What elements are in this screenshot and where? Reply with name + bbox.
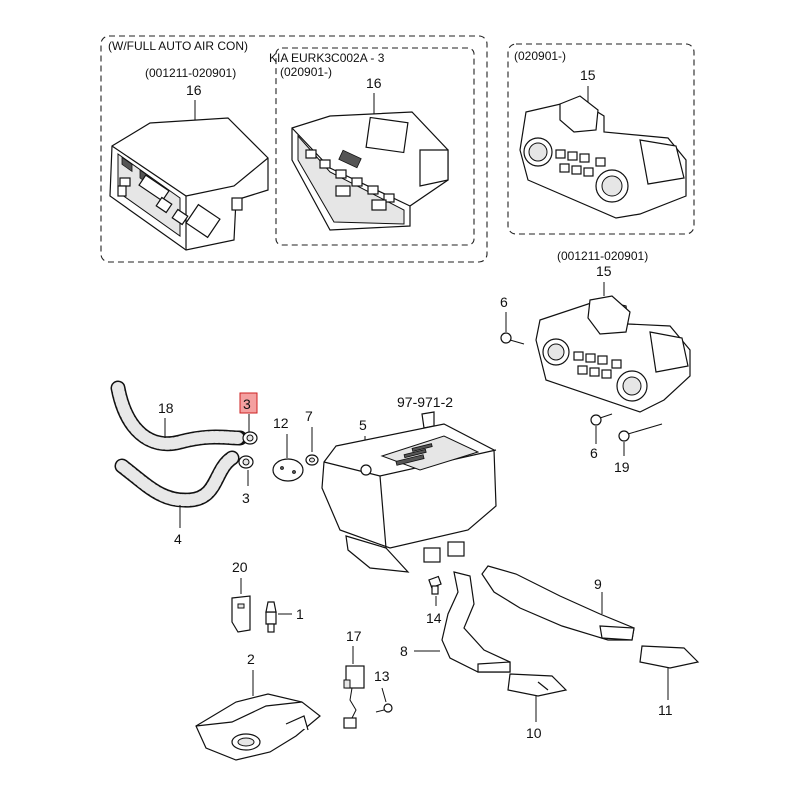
callout-1[interactable]: 1 — [296, 606, 304, 622]
inner-dashed-frame — [275, 47, 475, 246]
callout-18[interactable]: 18 — [158, 400, 174, 416]
right-variant-group: (020901-) 15 — [507, 43, 695, 235]
callout-3-lower[interactable]: 3 — [242, 490, 250, 506]
screw-13 — [375, 703, 393, 713]
control-panel-15-top — [519, 95, 687, 219]
clamp-3-upper — [242, 431, 258, 445]
callout-15-top[interactable]: 15 — [580, 67, 596, 83]
screw-6-lower — [590, 413, 613, 426]
callout-19[interactable]: 19 — [614, 459, 630, 475]
screw-6-upper — [500, 332, 525, 345]
right-dashed-frame — [507, 43, 695, 235]
callout-10[interactable]: 10 — [526, 725, 542, 741]
heater-unit-housing — [321, 423, 497, 573]
clamp-3-lower — [238, 455, 254, 469]
highlight-box-3[interactable]: 3 — [239, 392, 258, 414]
callout-13[interactable]: 13 — [374, 668, 390, 684]
header-line-2: KIA EURK3C002A - 3 — [269, 51, 385, 65]
right-panel-date-range: (020901-) — [514, 49, 566, 63]
reference-tag — [421, 411, 435, 429]
callout-16-left[interactable]: 16 — [186, 82, 202, 98]
grommet-12 — [272, 458, 304, 482]
callout-9[interactable]: 9 — [594, 576, 602, 592]
screw-14 — [428, 575, 442, 595]
duct-2 — [195, 693, 321, 761]
duct-8 — [441, 571, 511, 673]
duct-11 — [639, 645, 700, 669]
main-date-range: (001211-020901) — [557, 249, 648, 263]
hose-4 — [114, 450, 240, 508]
middle-panel-date-range: (020901-) — [280, 65, 332, 79]
clip-7 — [305, 454, 319, 466]
callout-6-upper[interactable]: 6 — [500, 294, 508, 310]
bracket-20 — [231, 595, 251, 633]
callout-12[interactable]: 12 — [273, 415, 289, 431]
callout-7[interactable]: 7 — [305, 408, 313, 424]
actuator-17 — [343, 665, 365, 729]
callout-8[interactable]: 8 — [400, 643, 408, 659]
sensor-1 — [265, 601, 277, 633]
callout-17[interactable]: 17 — [346, 628, 362, 644]
callout-3-highlighted[interactable]: 3 — [243, 396, 251, 412]
control-unit-16-left: 16 — [109, 82, 269, 251]
control-unit-16-middle: 16 — [291, 75, 449, 231]
outer-dashed-frame — [100, 35, 488, 263]
control-panel-15-main — [535, 295, 691, 413]
reference-code: 97-971-2 — [397, 394, 453, 410]
duct-10 — [507, 673, 568, 697]
callout-11[interactable]: 11 — [658, 702, 673, 718]
callout-20[interactable]: 20 — [232, 559, 248, 575]
callout-16-middle[interactable]: 16 — [366, 75, 382, 91]
header-line-1: (W/FULL AUTO AIR CON) — [108, 39, 248, 53]
callout-4[interactable]: 4 — [174, 531, 182, 547]
screw-19 — [618, 423, 663, 442]
callout-6-lower[interactable]: 6 — [590, 445, 598, 461]
callout-2[interactable]: 2 — [247, 651, 255, 667]
callout-15-main[interactable]: 15 — [596, 263, 612, 279]
callout-5[interactable]: 5 — [359, 417, 367, 433]
duct-9 — [481, 565, 635, 641]
left-panel-date-range: (001211-020901) — [145, 66, 236, 80]
hose-18 — [110, 380, 248, 452]
auto-aircon-variant-group: (W/FULL AUTO AIR CON) KIA EURK3C002A - 3… — [100, 35, 488, 263]
callout-14[interactable]: 14 — [426, 610, 442, 626]
